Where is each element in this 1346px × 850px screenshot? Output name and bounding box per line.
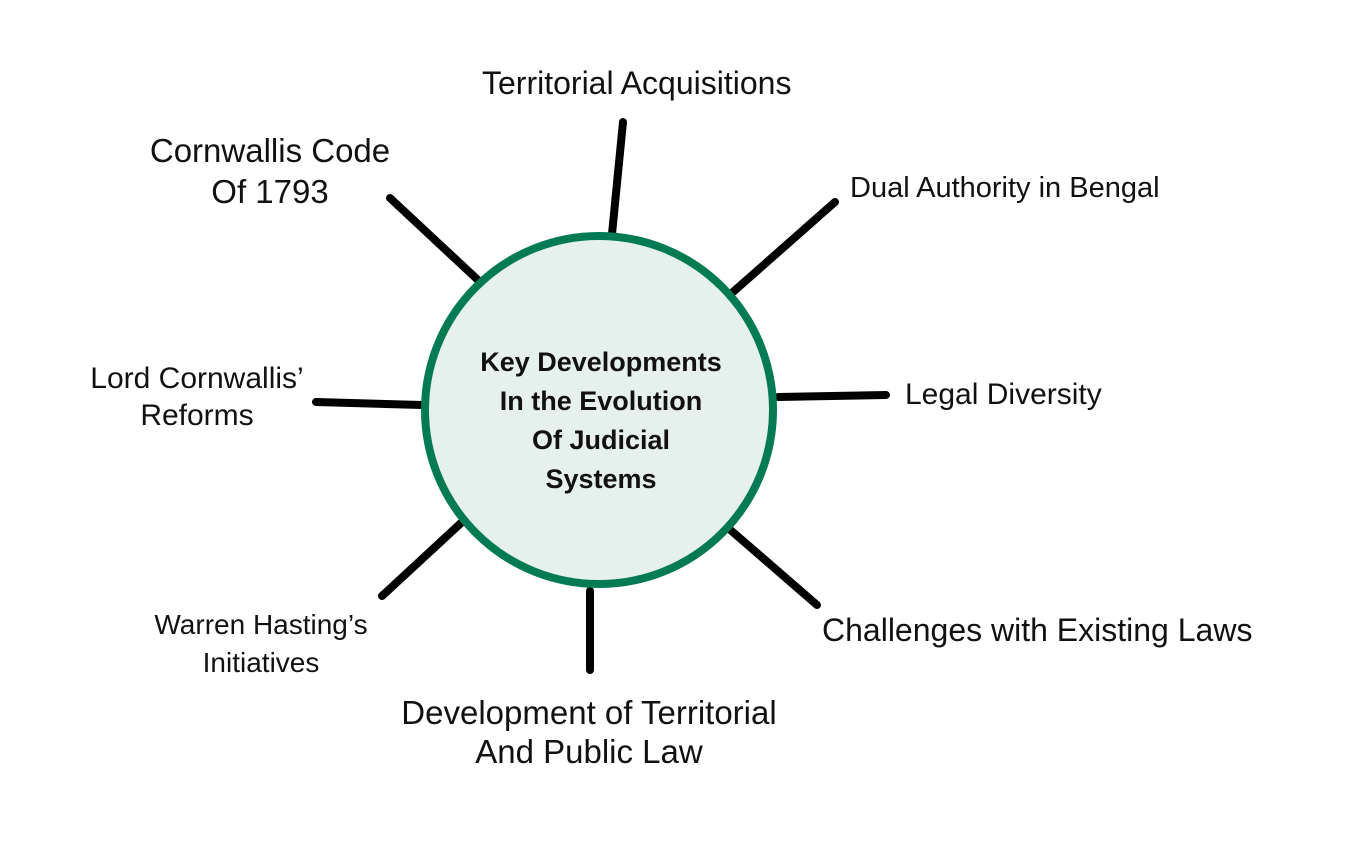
node-label-line: Dual Authority in Bengal bbox=[850, 172, 1160, 204]
node-development-of-territorial-and-public-law: Development of Territorial And Public La… bbox=[383, 693, 795, 771]
central-topic-line: Of Judicial bbox=[531, 425, 671, 455]
central-hub-circle bbox=[421, 232, 777, 588]
node-label-line: Initiatives bbox=[202, 647, 320, 678]
spoke-territorial-acquisitions bbox=[608, 118, 627, 238]
node-territorial-acquisitions: Territorial Acquisitions bbox=[482, 64, 791, 102]
central-topic: Key Developments In the Evolution Of Jud… bbox=[441, 343, 761, 499]
node-label-line: Warren Hasting’s bbox=[154, 609, 368, 640]
node-challenges-with-existing-laws: Challenges with Existing Laws bbox=[822, 611, 1252, 649]
central-topic-line: Key Developments bbox=[480, 347, 722, 377]
node-label-line: Reforms bbox=[140, 399, 254, 432]
node-label-line: Of 1793 bbox=[211, 173, 329, 210]
node-label-line: Challenges with Existing Laws bbox=[822, 612, 1253, 648]
node-label-line: Legal Diversity bbox=[905, 378, 1102, 411]
node-lord-cornwallis-reforms: Lord Cornwallis’ Reforms bbox=[70, 360, 324, 434]
node-label-line: Development of Territorial bbox=[401, 694, 777, 731]
spoke-warren-hastings-initiatives bbox=[378, 519, 465, 600]
node-label-line: Territorial Acquisitions bbox=[482, 65, 792, 101]
node-label-line: And Public Law bbox=[475, 733, 703, 770]
node-label-line: Lord Cornwallis’ bbox=[90, 362, 304, 395]
spoke-lord-cornwallis-reforms bbox=[312, 398, 426, 409]
spoke-challenges-with-existing-laws bbox=[723, 523, 821, 609]
central-topic-line: Systems bbox=[545, 464, 657, 494]
node-cornwallis-code-of-1793: Cornwallis Code Of 1793 bbox=[130, 130, 410, 212]
node-label-line: Cornwallis Code bbox=[149, 132, 391, 169]
node-warren-hastings-initiatives: Warren Hasting’s Initiatives bbox=[136, 606, 386, 682]
central-topic-line: In the Evolution bbox=[499, 386, 703, 416]
spoke-cornwallis-code-of-1793 bbox=[386, 194, 483, 285]
node-dual-authority-in-bengal: Dual Authority in Bengal bbox=[850, 171, 1160, 205]
spoke-legal-diversity bbox=[774, 391, 890, 401]
spoke-dual-authority-in-bengal bbox=[729, 198, 839, 296]
node-legal-diversity: Legal Diversity bbox=[905, 377, 1102, 413]
